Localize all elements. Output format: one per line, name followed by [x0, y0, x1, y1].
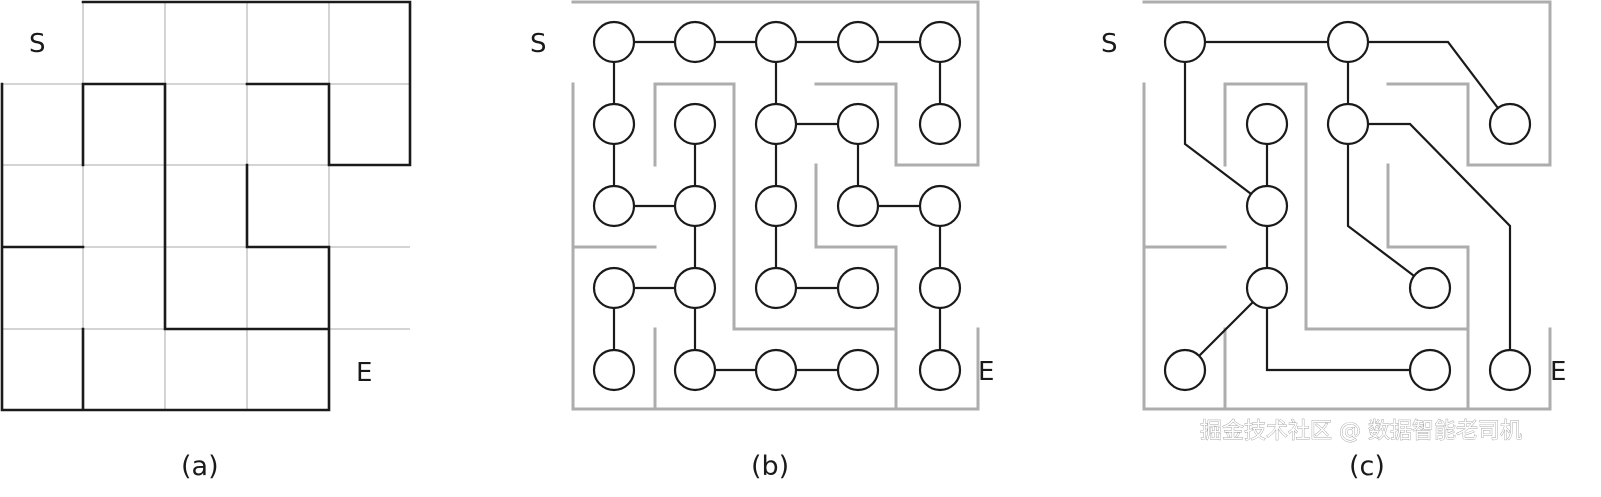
graph-b-nodes: [592, 20, 962, 392]
panel-caption: (a): [181, 451, 219, 482]
panel-c: S E (c): [1101, 0, 1566, 482]
end-label: E: [356, 358, 372, 388]
maze-b-walls: [571, 0, 980, 411]
start-label: S: [1101, 29, 1118, 59]
panel-b: S E (b): [530, 0, 994, 482]
panel-caption: (b): [751, 451, 789, 482]
panel-a: S E (a): [0, 0, 412, 482]
end-label: E: [1550, 357, 1566, 387]
maze-a-grid: [2, 2, 410, 410]
maze-c-walls: [1142, 0, 1552, 411]
panel-caption: (c): [1349, 451, 1385, 482]
graph-c-nodes: [1163, 20, 1532, 392]
graph-c-edges: [1183, 40, 1512, 372]
start-label: S: [530, 29, 547, 59]
watermark: 掘金技术社区 @ 数据智能老司机: [1200, 419, 1522, 444]
maze-a-walls: [0, 0, 412, 412]
start-label: S: [29, 29, 46, 59]
end-label: E: [978, 357, 994, 387]
